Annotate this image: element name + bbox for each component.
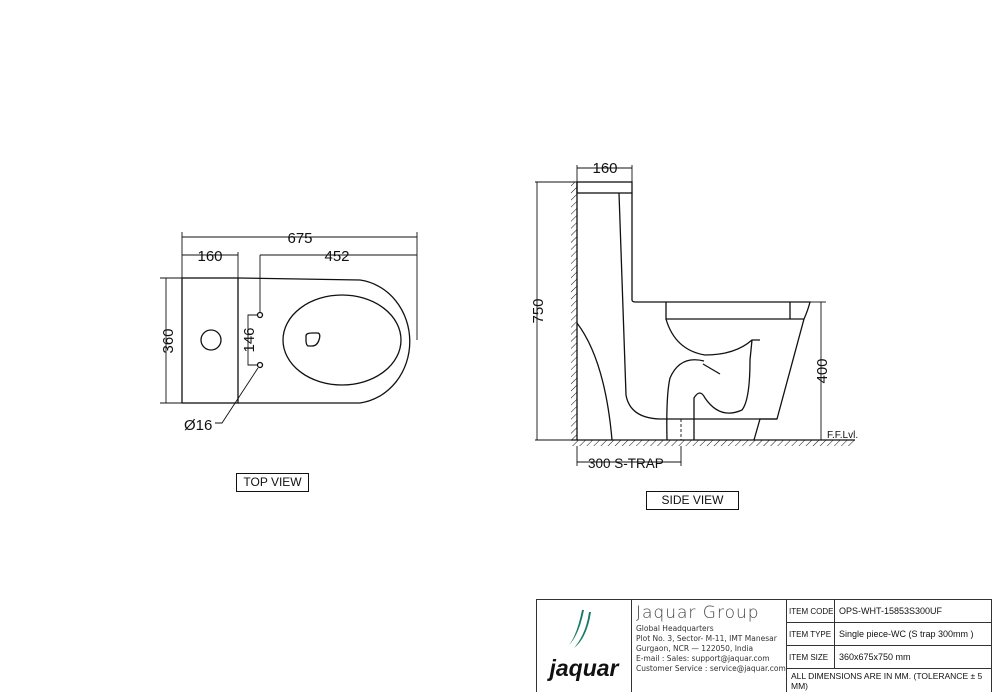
item-type-value: Single piece-WC (S trap 300mm )	[835, 623, 991, 646]
address-line: Global Headquarters	[636, 624, 714, 633]
side-view-drawing	[535, 165, 855, 466]
dim-750: 750	[530, 298, 547, 323]
dim-bolt-dia: Ø16	[184, 417, 212, 434]
item-code-label: ITEM CODE	[787, 600, 835, 623]
dim-452: 452	[324, 248, 349, 265]
dim-160-side: 160	[592, 160, 617, 177]
brand-logo: jaquar	[537, 600, 632, 692]
top-view-drawing	[160, 232, 418, 424]
dimensions-note: ALL DIMENSIONS ARE IN MM. (TOLERANCE ± 5…	[791, 670, 983, 691]
title-block: jaquar Jaquar Group Global Headquarters …	[536, 599, 992, 692]
dim-675: 675	[287, 230, 312, 247]
item-type-label: ITEM TYPE	[787, 623, 835, 646]
address-line: E-mail : Sales: support@jaquar.com	[636, 654, 770, 663]
item-size-value: 360x675x750 mm	[835, 646, 991, 669]
item-code-value: OPS-WHT-15853S300UF	[835, 600, 991, 623]
dim-160-top: 160	[197, 248, 222, 265]
side-view-label: SIDE VIEW	[646, 491, 739, 510]
dim-360: 360	[160, 328, 177, 353]
dim-146: 146	[241, 327, 258, 352]
svg-text:jaquar: jaquar	[546, 655, 619, 681]
dim-s-trap: 300 S-TRAP	[588, 456, 664, 471]
dim-400: 400	[814, 358, 831, 383]
address-line: Plot No. 3, Sector- M-11, IMT Manesar	[636, 634, 777, 643]
item-size-label: ITEM SIZE	[787, 646, 835, 669]
floor-level-label: F.F.Lvl.	[827, 430, 858, 441]
jaquar-logo-icon: jaquar	[546, 610, 620, 681]
top-view-label: TOP VIEW	[236, 473, 309, 492]
company-name: Jaquar Group	[636, 603, 760, 623]
address-line: Customer Service : service@jaquar.com	[636, 664, 786, 673]
address-line: Gurgaon, NCR — 122050, India	[636, 644, 754, 653]
